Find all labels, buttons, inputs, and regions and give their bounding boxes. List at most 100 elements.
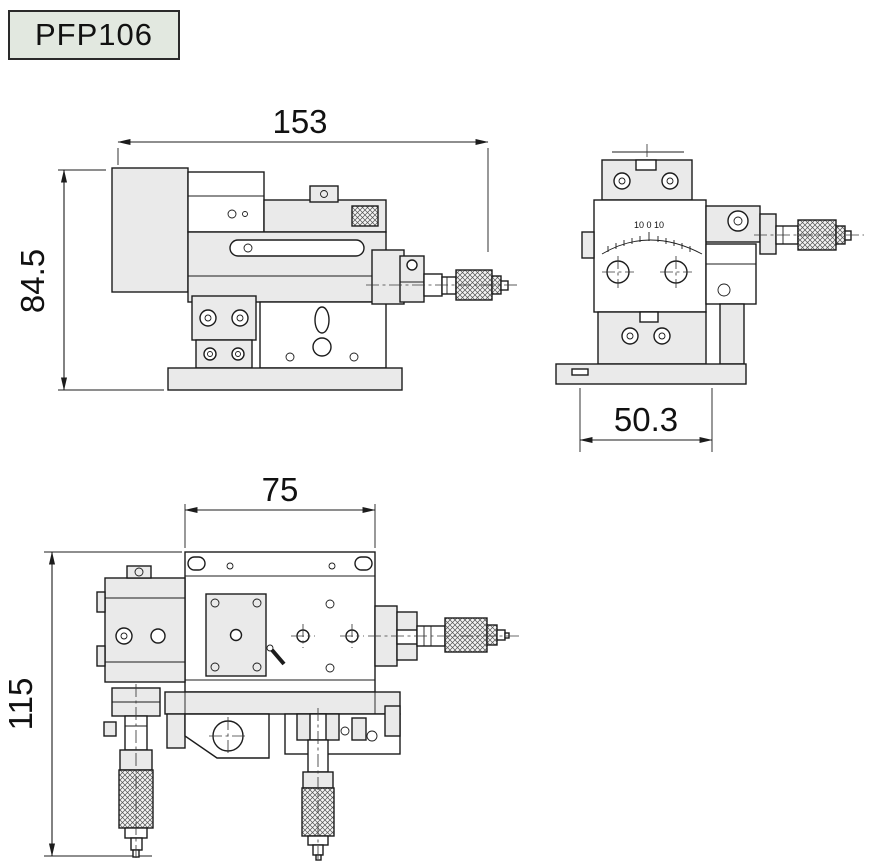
lock-lever [270,648,286,666]
notch [639,311,659,323]
screw-hole [325,599,335,609]
screw-hole [210,598,220,608]
model-label-box: PFP106 [8,10,180,60]
micrometer-tip [130,837,143,851]
front-micrometer-x [366,249,517,305]
bolt-socket [733,216,743,226]
base-plate [167,367,403,391]
bolt-socket [120,632,128,640]
dovetail-slot [229,239,365,257]
side-tab [103,721,117,737]
small-block [309,185,339,203]
left-block [104,577,186,683]
bottom-left-micrometer [103,684,161,861]
screw-hole [366,730,378,742]
front-view: 153 84.5 [14,103,517,391]
screw-hole [242,211,248,217]
bolt-socket [207,351,213,357]
right-foot [719,303,745,365]
right-mid-block [705,243,757,305]
screw-hole [243,243,253,253]
thumbscrew-knurl [351,205,379,227]
detail-block [384,705,401,737]
small-stack [166,713,186,749]
screw-hole [134,567,144,577]
screw-hole [252,598,262,608]
top-view: 75 115 [2,471,520,862]
bolt-head [727,210,749,232]
top-dim-width: 75 [184,471,376,548]
top-micrometer-y [368,605,520,667]
bolt-head [203,347,217,361]
screw-hole [227,209,237,219]
top-lower-carriage [164,691,401,759]
bolt-head [199,309,217,327]
sub-plate [164,691,401,715]
base-plate [555,363,747,385]
bolt-head [231,347,245,361]
bolt-head [231,309,249,327]
bolt-socket [666,177,674,185]
top-body [184,551,376,693]
bolt-head [115,627,133,645]
clamp-slot [396,629,418,645]
pivot-hole [312,337,332,357]
bottom-middle-micrometer [296,708,350,862]
left-bracket-block [111,167,189,293]
micrometer-clamp [759,213,777,255]
screw-hole [226,562,234,570]
bolt-socket [235,351,241,357]
screw-hole [285,352,295,362]
front-dim-width: 153 [117,103,489,252]
screw-hole [252,662,262,672]
goniometer-scale-label: 10 0 10 [634,220,664,230]
lever-pivot [266,644,274,652]
micrometer-tip [496,629,506,641]
side-dim-width: 50.3 [579,388,713,452]
screw-hole [717,283,731,297]
bolt-socket [658,332,666,340]
bolt-socket [204,314,212,322]
screw-hole [349,352,359,362]
micrometer-thimble [444,617,488,653]
base-slot [571,368,589,376]
goniometer-arc [601,239,703,255]
mount-slot [354,556,373,571]
side-tab [96,645,106,667]
top-width-value: 75 [262,471,299,508]
top-height-value: 115 [2,678,39,731]
bolt-socket [618,177,626,185]
micrometer-mount [371,249,405,305]
screw-hole [325,663,335,673]
clamp-notch [635,159,657,171]
bolt-socket [236,314,244,322]
goniometer-ticks [607,232,691,252]
front-height-value: 84.5 [14,249,51,313]
screw-hole [320,190,328,198]
upper-block [187,171,265,233]
screw-hole [210,662,220,672]
micrometer-tip [844,230,852,241]
top-left-assembly [96,565,186,683]
bolt-socket [626,332,634,340]
center-hole [229,628,243,642]
screw-hole [328,562,336,570]
side-view: 10 0 10 [555,144,864,452]
side-tab [96,591,106,613]
detail-block [351,717,367,741]
goniometer-body [593,199,707,313]
bolt-head [653,327,671,345]
side-width-value: 50.3 [614,401,678,438]
bolt-head [613,172,631,190]
bolt-head [621,327,639,345]
bolt-head [661,172,679,190]
micrometer-tip [500,280,509,291]
through-hole [150,628,166,644]
micrometer-tip-end [315,854,322,861]
model-label: PFP106 [34,17,153,52]
front-dim-height: 84.5 [14,169,164,391]
front-width-value: 153 [272,103,327,140]
screw-hole [340,726,350,736]
